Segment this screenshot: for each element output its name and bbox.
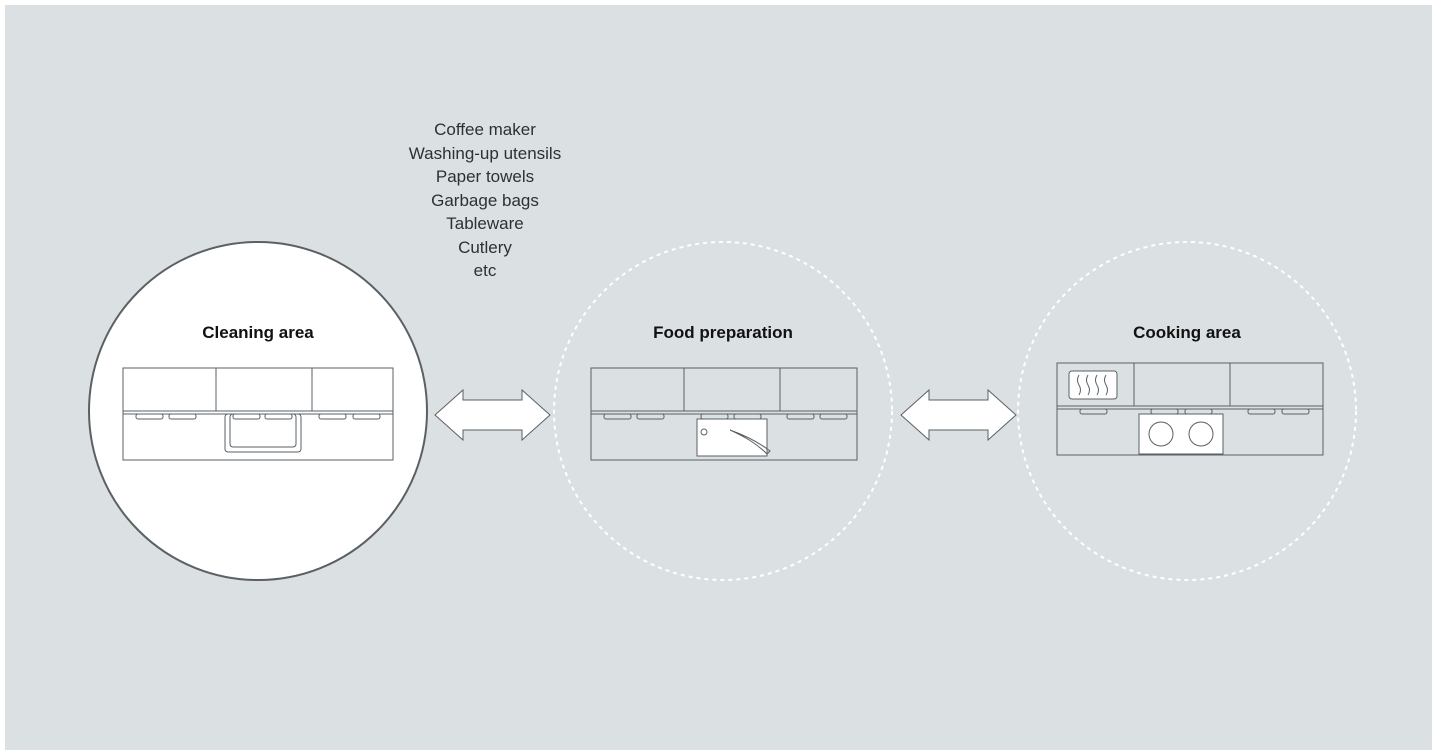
kitchen-unit-food-preparation bbox=[590, 367, 858, 461]
list-item: Washing-up utensils bbox=[408, 143, 562, 163]
cabinet-handle bbox=[603, 413, 632, 420]
cabinet-handle bbox=[819, 413, 848, 420]
cleaning-items-list: Coffee maker Washing-up utensils Paper t… bbox=[385, 118, 585, 283]
zone-circle-cooking bbox=[1017, 241, 1357, 581]
cabinet-handle bbox=[135, 413, 164, 420]
cabinet-handle bbox=[1281, 408, 1310, 415]
list-item: etc bbox=[473, 261, 497, 280]
list-item: Garbage bags bbox=[431, 190, 539, 210]
zone-circle-food-preparation bbox=[553, 241, 893, 581]
double-arrow-icon bbox=[434, 388, 551, 442]
list-item: Tableware bbox=[446, 214, 524, 233]
zone-title-cooking: Cooking area bbox=[1133, 323, 1241, 342]
cabinet-handle bbox=[1247, 408, 1276, 415]
list-item: Cutlery bbox=[458, 237, 512, 257]
zone-title-cleaning: Cleaning area bbox=[202, 323, 314, 342]
double-arrow-icon bbox=[900, 388, 1017, 442]
cabinet-handle bbox=[786, 413, 815, 420]
cabinet-handle bbox=[352, 413, 381, 420]
microwave-icon bbox=[1068, 370, 1118, 400]
cabinet-handle bbox=[318, 413, 347, 420]
hob-icon bbox=[1138, 413, 1224, 455]
cabinet-handle bbox=[636, 413, 665, 420]
cutting-board-icon bbox=[696, 418, 768, 457]
list-item: Coffee maker bbox=[434, 120, 536, 139]
cabinet-handle bbox=[168, 413, 197, 420]
hob-burner bbox=[1148, 421, 1174, 447]
zone-title-food-preparation: Food preparation bbox=[653, 323, 793, 342]
heat-waves-icon bbox=[1077, 374, 1108, 396]
cutting-board-hole bbox=[700, 428, 708, 436]
knife-icon bbox=[729, 429, 771, 455]
cabinet-handle bbox=[1079, 408, 1108, 415]
kitchen-unit-cooking bbox=[1056, 362, 1324, 456]
hob-burner bbox=[1188, 421, 1214, 447]
sink-basin bbox=[229, 413, 297, 448]
kitchen-zones-diagram: Coffee maker Washing-up utensils Paper t… bbox=[5, 5, 1432, 750]
diagram-canvas bbox=[5, 5, 1432, 750]
list-item: Paper towels bbox=[435, 167, 535, 186]
kitchen-unit-cleaning bbox=[122, 367, 394, 461]
